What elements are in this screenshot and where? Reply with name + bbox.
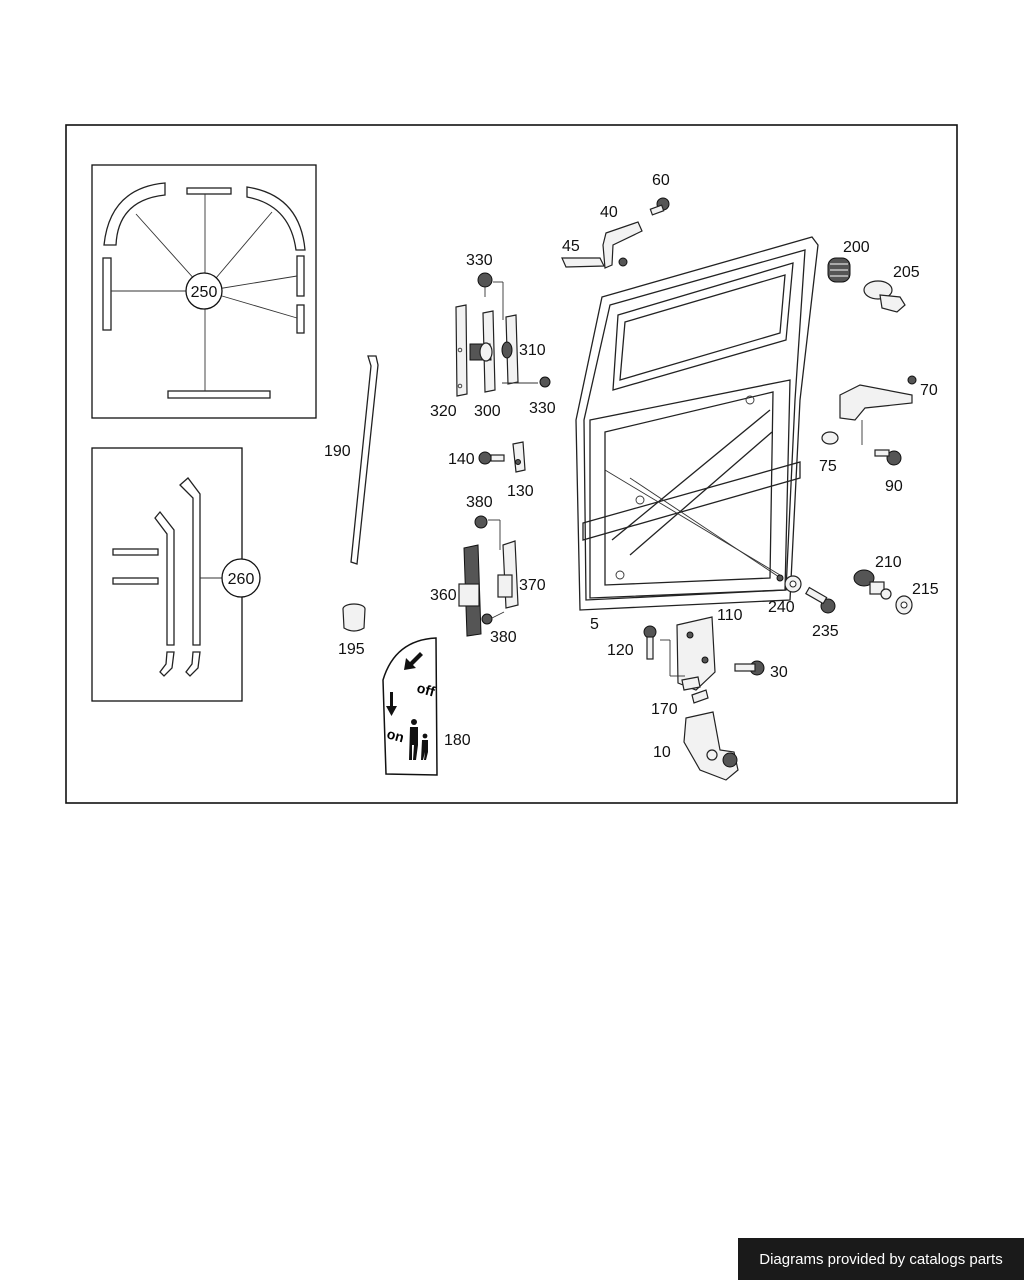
footer-credit-banner: Diagrams provided by catalogs parts xyxy=(738,1238,1024,1280)
hinge-assembly-70 xyxy=(821,375,917,466)
callout-190: 190 xyxy=(324,443,351,460)
footer-credit-text: Diagrams provided by catalogs parts xyxy=(759,1250,1003,1268)
striker-pin-210-215 xyxy=(853,569,913,615)
lock-assembly-300 xyxy=(455,272,551,397)
callout-360: 360 xyxy=(430,587,457,604)
callout-210: 210 xyxy=(875,554,902,571)
callout-215: 215 xyxy=(912,581,939,598)
callout-60: 60 xyxy=(652,172,670,189)
inset-seal-strips-250: 250 xyxy=(91,164,317,419)
callout-170: 170 xyxy=(651,701,678,718)
callout-75: 75 xyxy=(819,458,837,475)
sign-on-text: on xyxy=(385,725,406,745)
striker-assembly-360 xyxy=(458,515,519,637)
callout-90: 90 xyxy=(885,478,903,495)
callout-40: 40 xyxy=(600,204,618,221)
callout-380-top: 380 xyxy=(466,494,493,511)
decal-sign-180: off on xyxy=(382,637,438,776)
screw-bracket-140-130 xyxy=(478,441,526,473)
callout-235: 235 xyxy=(812,623,839,640)
sliding-door-panel-5 xyxy=(575,236,819,611)
lower-roller-carriage-10 xyxy=(643,616,765,781)
sign-off-text: off xyxy=(415,679,437,699)
callout-380-bottom: 380 xyxy=(490,629,517,646)
callout-110: 110 xyxy=(717,607,743,624)
callout-300: 300 xyxy=(474,403,501,420)
callout-330-top: 330 xyxy=(466,252,493,269)
callout-330-bottom: 330 xyxy=(529,400,556,417)
callout-45: 45 xyxy=(562,238,580,255)
diagram-frame xyxy=(65,124,958,804)
callout-180: 180 xyxy=(444,732,471,749)
bumper-parts-200-205 xyxy=(827,257,906,313)
callout-205: 205 xyxy=(893,264,920,281)
callout-70: 70 xyxy=(920,382,938,399)
callout-320: 320 xyxy=(430,403,457,420)
callout-130: 130 xyxy=(507,483,534,500)
callout-200: 200 xyxy=(843,239,870,256)
callout-240: 240 xyxy=(768,599,795,616)
upper-guide-40-45-60 xyxy=(561,197,670,269)
strip-part-190 xyxy=(350,355,379,565)
callout-310: 310 xyxy=(519,342,546,359)
inset-seal-strips-260: 260 xyxy=(91,447,261,702)
callout-120: 120 xyxy=(607,642,634,659)
cap-part-195 xyxy=(342,603,366,632)
callout-195: 195 xyxy=(338,641,365,658)
callout-140: 140 xyxy=(448,451,475,468)
callout-250: 250 xyxy=(191,284,218,301)
callout-370: 370 xyxy=(519,577,546,594)
callout-30: 30 xyxy=(770,664,788,681)
callout-10: 10 xyxy=(653,744,671,761)
callout-260: 260 xyxy=(228,571,255,588)
callout-5: 5 xyxy=(590,616,599,633)
washer-bolt-240-235 xyxy=(784,575,836,614)
